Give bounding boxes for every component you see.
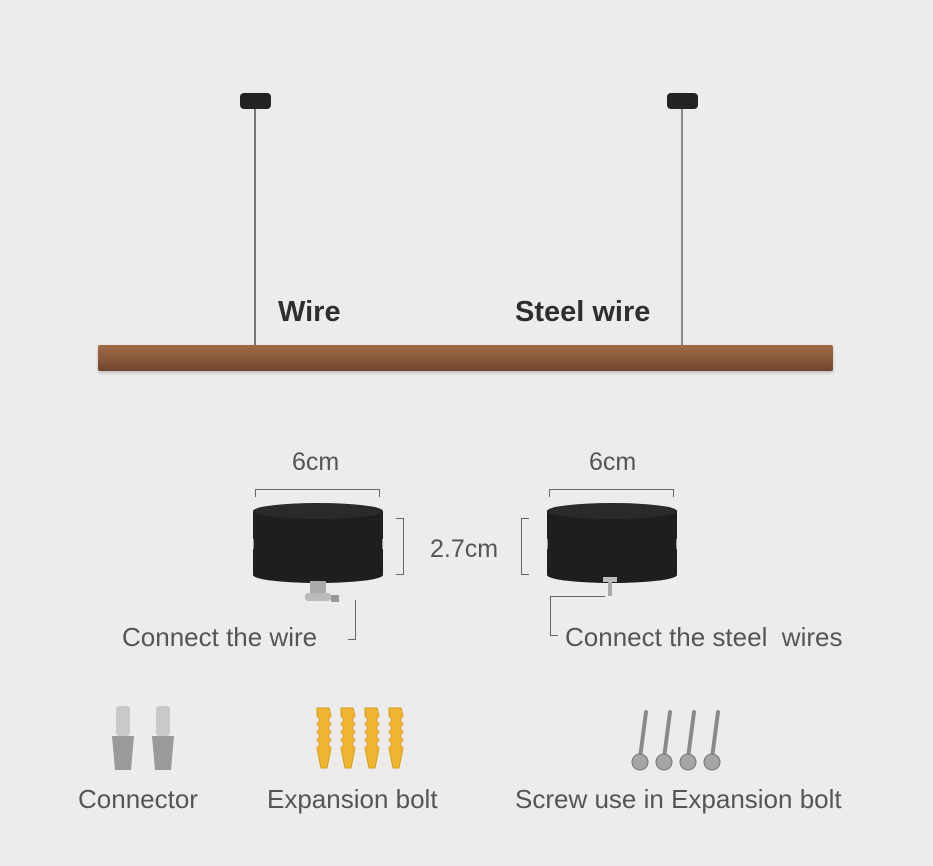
expansion-bolt-label: Expansion bolt	[267, 784, 438, 814]
wire-label: Wire	[278, 296, 341, 328]
canopy-wire-connector	[249, 503, 387, 602]
canopy-width-left: 6cm	[292, 448, 340, 476]
wood-pendant-bar	[98, 345, 833, 371]
connect-steel-label: Connect the steel wires	[565, 622, 843, 652]
ceiling-canopy-right	[667, 93, 698, 109]
suspension-wire-right	[681, 109, 683, 347]
screw-label: Screw use in Expansion bolt	[515, 784, 842, 814]
connect-wire-label: Connect the wire	[122, 622, 318, 652]
canopy-width-right: 6cm	[589, 448, 637, 476]
expansion-bolt-icon	[311, 706, 411, 777]
connector-icon	[106, 704, 186, 777]
suspension-wire-left	[254, 109, 256, 347]
canopy-steel-connector	[543, 503, 681, 603]
canopy-height: 2.7cm	[430, 535, 499, 563]
steel-wire-label: Steel wire	[515, 296, 651, 328]
ceiling-canopy-left	[240, 93, 271, 109]
screw-icon	[628, 708, 728, 777]
connector-label: Connector	[78, 784, 198, 814]
